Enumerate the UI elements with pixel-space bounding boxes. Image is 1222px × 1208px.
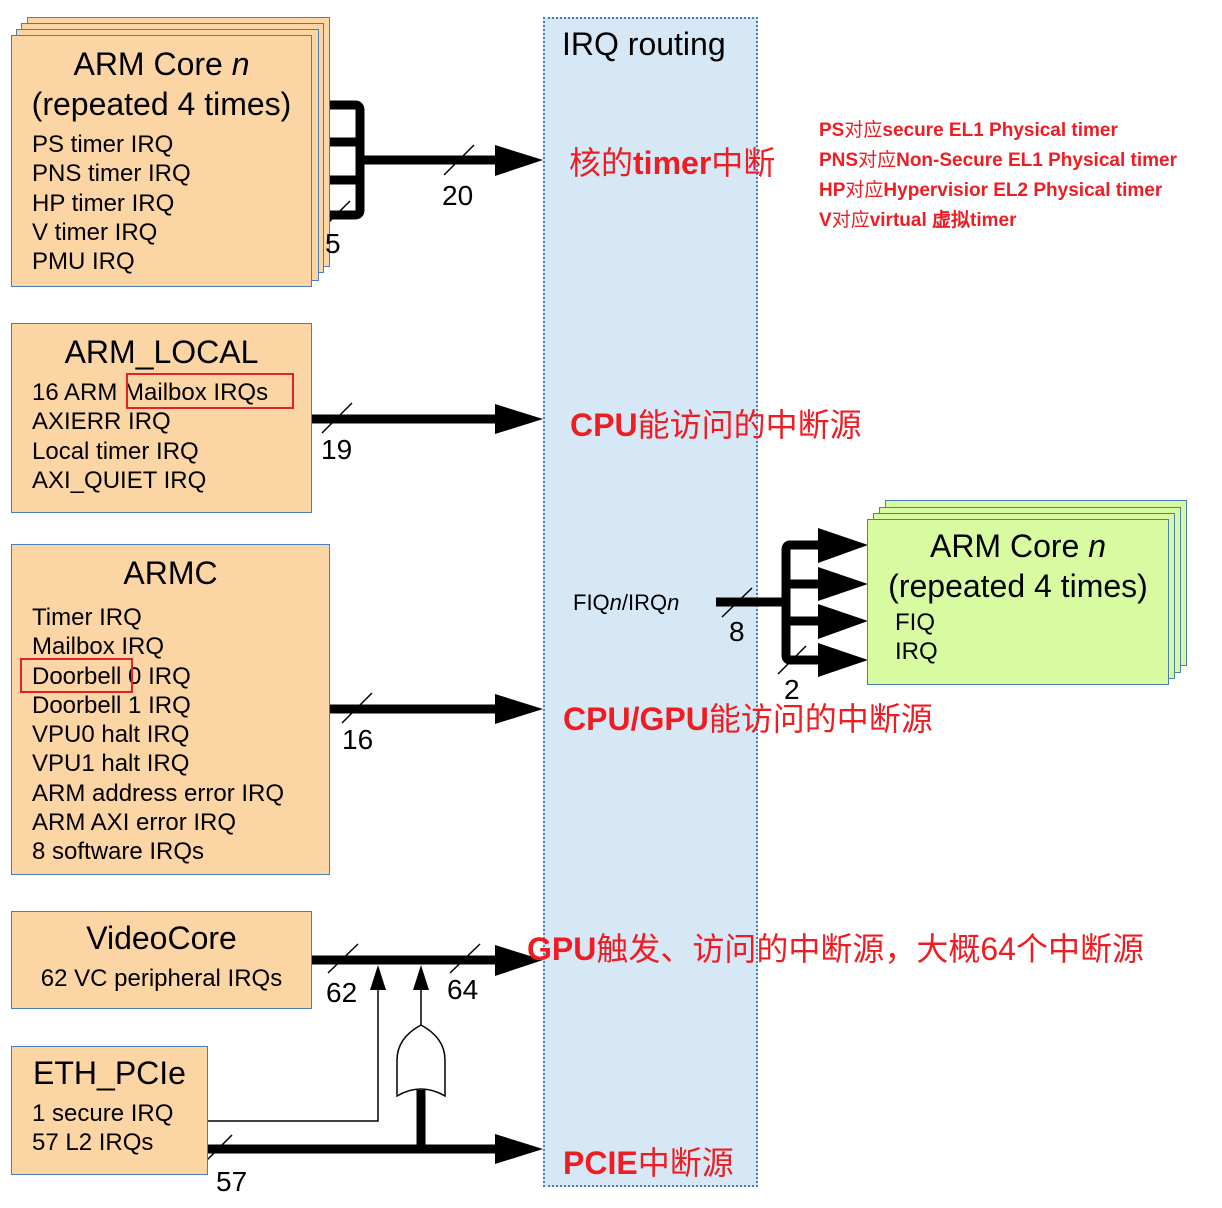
bus-width-label: 16 — [342, 724, 374, 755]
or-gate-icon — [396, 1024, 446, 1098]
timer-note: PS对应secure EL1 Physical timer — [819, 120, 1118, 141]
irq-item: Mailbox IRQ — [32, 633, 165, 661]
annotation-pcie: PCIE中断源 — [563, 1145, 734, 1181]
eth-pcie-bus — [203, 1134, 543, 1164]
annotation-gpu-trigger: GPU触发、访问的中断源，大概64个中断源 — [527, 931, 1144, 967]
signal-item: FIQ — [895, 609, 935, 636]
bus-width-label: 64 — [447, 974, 479, 1005]
arm-core-title: ARM Core n — [73, 46, 250, 82]
bus-width-label: 5 — [325, 228, 341, 259]
irq-item: 62 VC peripheral IRQs — [40, 965, 283, 992]
irq-item: AXI_QUIET IRQ — [32, 466, 207, 494]
irq-item: PMU IRQ — [32, 248, 135, 276]
irq-item: Doorbell 1 IRQ — [32, 691, 191, 719]
irq-item: VPU1 halt IRQ — [32, 750, 190, 778]
timer-notes: PS对应secure EL1 Physical timer PNS对应Non-S… — [819, 116, 1177, 236]
irq-item: Timer IRQ — [32, 604, 142, 631]
irq-item: V timer IRQ — [32, 218, 158, 246]
timer-note: HP对应Hypervisior EL2 Physical timer — [819, 180, 1163, 201]
arm-core-subtitle: (repeated 4 times) — [31, 86, 292, 122]
mailbox-irqs-highlight: Mailbox IRQs — [124, 379, 269, 406]
annotation-core-timer: 核的timer中断 — [569, 145, 776, 181]
armc-title: ARMC — [123, 555, 218, 591]
fiq-irq-signal-label: FIQn/IRQn — [573, 590, 680, 615]
bus-width-label: 8 — [729, 616, 745, 647]
irq-item: Local timer IRQ — [32, 437, 199, 465]
videocore-title: VideoCore — [86, 920, 237, 956]
irq-item: 8 software IRQs — [32, 838, 205, 866]
irq-item: VPU0 halt IRQ — [32, 721, 190, 749]
signal-item: IRQ — [895, 638, 938, 666]
irq-item: HP timer IRQ — [32, 189, 175, 217]
irq-item: AXIERR IRQ — [32, 408, 171, 436]
irq-item: 1 secure IRQ — [32, 1100, 174, 1127]
timer-note: V对应virtual 虚拟timer — [819, 210, 1017, 231]
irq-item: ARM AXI error IRQ — [32, 809, 237, 837]
bus-width-label: 20 — [442, 180, 474, 211]
videocore-bus — [208, 943, 543, 1149]
arm-core-bus — [319, 100, 543, 232]
eth-pcie-block: ETH_PCIe 1 secure IRQ 57 L2 IRQs — [11, 1046, 208, 1175]
dest-core-title: ARM Core n — [929, 528, 1107, 564]
videocore-block: VideoCore 62 VC peripheral IRQs — [11, 911, 312, 1009]
irq-item: PNS timer IRQ — [32, 160, 191, 188]
irq-item: 57 L2 IRQs — [32, 1129, 154, 1157]
annotation-cpu-access: CPU能访问的中断源 — [570, 407, 862, 443]
irq-item: Doorbell 0 IRQ — [32, 662, 191, 690]
bus-width-label: 2 — [784, 674, 800, 705]
armc-bus — [330, 692, 543, 724]
bus-width-label: 19 — [321, 434, 353, 465]
irq-item: ARM address error IRQ — [32, 779, 285, 807]
dest-arm-core-block: ARM Core n (repeated 4 times) FIQ IRQ — [867, 519, 1169, 685]
bus-width-label: 57 — [216, 1166, 248, 1197]
eth-pcie-title: ETH_PCIe — [33, 1055, 186, 1091]
irq-item: 16 ARM Mailbox IRQs — [32, 379, 269, 406]
timer-note: PNS对应Non-Secure EL1 Physical timer — [819, 150, 1177, 171]
arm-local-block: ARM_LOCAL 16 ARM Mailbox IRQs AXIERR IRQ… — [11, 323, 312, 513]
arm-local-bus — [312, 402, 543, 434]
arm-core-source-block: ARM Core n (repeated 4 times) PS timer I… — [11, 35, 312, 287]
annotation-cpu-gpu-access: CPU/GPU能访问的中断源 — [563, 701, 933, 737]
irq-item: PS timer IRQ — [32, 131, 174, 158]
highlight-box — [126, 373, 294, 409]
fiq-irq-bus — [716, 528, 868, 677]
irq-routing-title: IRQ routing — [562, 26, 726, 62]
arm-local-title: ARM_LOCAL — [64, 334, 259, 370]
bus-width-tick — [443, 144, 475, 176]
doorbell-highlight: Doorbell — [32, 662, 122, 690]
highlight-box — [20, 658, 133, 693]
dest-core-subtitle: (repeated 4 times) — [888, 568, 1148, 604]
armc-block: ARMC Timer IRQ Mailbox IRQ Doorbell 0 IR… — [11, 544, 330, 875]
bus-width-label: 62 — [326, 977, 358, 1008]
